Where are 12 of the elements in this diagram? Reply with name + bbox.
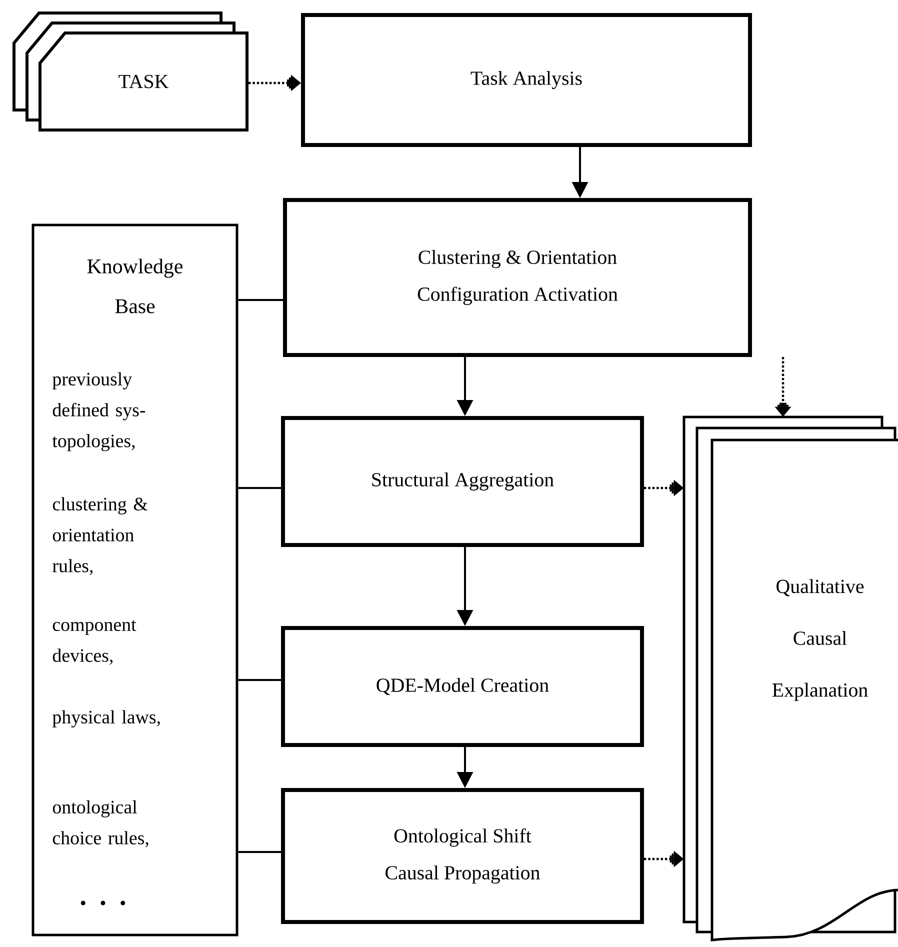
knowledge-base-box: Knowledge Base previously defined sys-topologies, clustering & orientation rules, component devices, physical laws, ontological choice rules, • • • <box>32 224 238 936</box>
connector-line <box>238 851 281 853</box>
connector-line <box>238 299 283 301</box>
process-box: Clustering & Orientation Configuration Activation <box>283 198 752 357</box>
process-box: QDE-Model Creation <box>281 626 644 747</box>
connector-line <box>238 679 281 681</box>
process-box: Ontological Shift Causal Propagation <box>281 788 644 924</box>
document-stack: Qualitative Causal Explanation <box>682 416 898 942</box>
process-box: Structural Aggregation <box>281 416 644 547</box>
task-stack: TASK <box>12 12 248 132</box>
process-box: Task Analysis <box>301 13 752 147</box>
connector-line <box>238 487 281 489</box>
